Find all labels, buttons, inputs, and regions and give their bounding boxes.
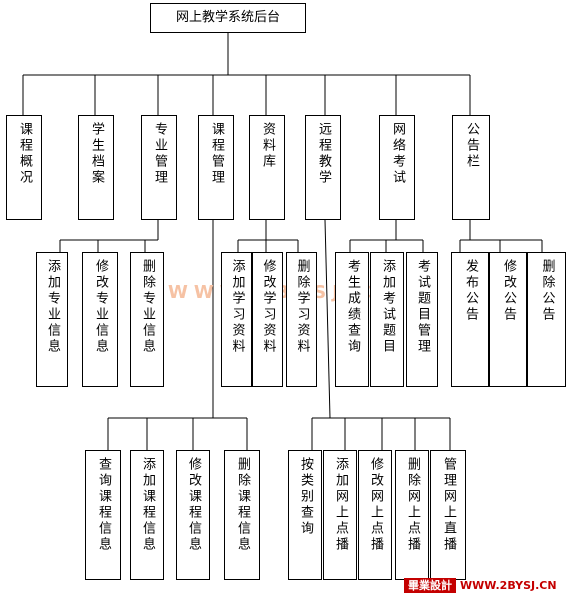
node-label: 管理网上直播 — [441, 457, 456, 553]
node-add-exam-question: 添加考试题目 — [370, 252, 404, 387]
node-publish-notice: 发布公告 — [451, 252, 489, 387]
footer-url: WWW.2BYSJ.CN — [460, 579, 557, 592]
node-delete-notice: 删除公告 — [527, 252, 566, 387]
node-add-material: 添加学习资料 — [221, 252, 252, 387]
node-label: 删除课程信息 — [235, 457, 250, 553]
node-label: 考生成绩查询 — [345, 259, 360, 355]
node-label: 添加学习资料 — [229, 259, 245, 355]
node-label: 添加考试题目 — [380, 259, 395, 355]
node-label: 删除网上点播 — [405, 457, 420, 553]
node-exam-question-mgmt: 考试题目管理 — [406, 252, 438, 387]
node-label: 资料库 — [260, 122, 275, 170]
node-query-by-category: 按类别查询 — [288, 450, 322, 580]
node-edit-material: 修改学习资料 — [252, 252, 283, 387]
node-edit-professional: 修改专业信息 — [82, 252, 118, 387]
node-label: 考试题目管理 — [415, 259, 430, 355]
node-label: 查询课程信息 — [96, 457, 111, 553]
node-label: 删除学习资料 — [294, 259, 310, 355]
node-label: 修改网上点播 — [368, 457, 383, 553]
node-library: 资料库 — [249, 115, 285, 220]
node-add-vod: 添加网上点播 — [323, 450, 357, 580]
node-delete-material: 删除学习资料 — [286, 252, 317, 387]
node-edit-notice: 修改公告 — [489, 252, 527, 387]
node-course-mgmt: 课程管理 — [198, 115, 234, 220]
node-label: 修改公告 — [501, 259, 516, 323]
node-label: 修改学习资料 — [260, 259, 276, 355]
node-label: 课程概况 — [17, 122, 32, 186]
node-add-course: 添加课程信息 — [130, 450, 164, 580]
root-label: 网上教学系统后台 — [175, 10, 280, 25]
node-query-course: 查询课程信息 — [85, 450, 121, 580]
node-delete-professional: 删除专业信息 — [130, 252, 164, 387]
node-label: 专业管理 — [152, 122, 167, 186]
node-label: 课程管理 — [209, 122, 224, 186]
node-online-exam: 网络考试 — [379, 115, 415, 220]
node-score-query: 考生成绩查询 — [335, 252, 369, 387]
node-label: 公告栏 — [464, 122, 479, 170]
node-label: 删除专业信息 — [140, 259, 155, 355]
node-edit-course: 修改课程信息 — [176, 450, 210, 580]
node-label: 修改课程信息 — [186, 457, 201, 553]
node-professional-mgmt: 专业管理 — [141, 115, 177, 220]
node-label: 修改专业信息 — [93, 259, 108, 355]
node-notice-board: 公告栏 — [452, 115, 490, 220]
node-label: 网络考试 — [390, 122, 405, 186]
node-remote-teaching: 远程教学 — [305, 115, 341, 220]
root-node: 网上教学系统后台 — [150, 3, 306, 33]
node-label: 远程教学 — [316, 122, 331, 186]
node-add-professional: 添加专业信息 — [36, 252, 68, 387]
node-manage-live: 管理网上直播 — [430, 450, 466, 580]
node-label: 添加专业信息 — [45, 259, 60, 355]
node-course-overview: 课程概况 — [6, 115, 42, 220]
node-delete-course: 删除课程信息 — [224, 450, 260, 580]
node-delete-vod: 删除网上点播 — [395, 450, 429, 580]
footer-branding: 畢業設計 WWW.2BYSJ.CN — [404, 578, 557, 593]
node-label: 删除公告 — [539, 259, 555, 323]
node-student-files: 学生档案 — [78, 115, 114, 220]
node-edit-vod: 修改网上点播 — [358, 450, 392, 580]
node-label: 按类别查询 — [298, 457, 313, 537]
footer-logo: 畢業設計 — [404, 578, 456, 593]
node-label: 发布公告 — [463, 259, 478, 323]
node-label: 添加网上点播 — [333, 457, 348, 553]
node-label: 学生档案 — [89, 122, 104, 186]
node-label: 添加课程信息 — [140, 457, 155, 553]
